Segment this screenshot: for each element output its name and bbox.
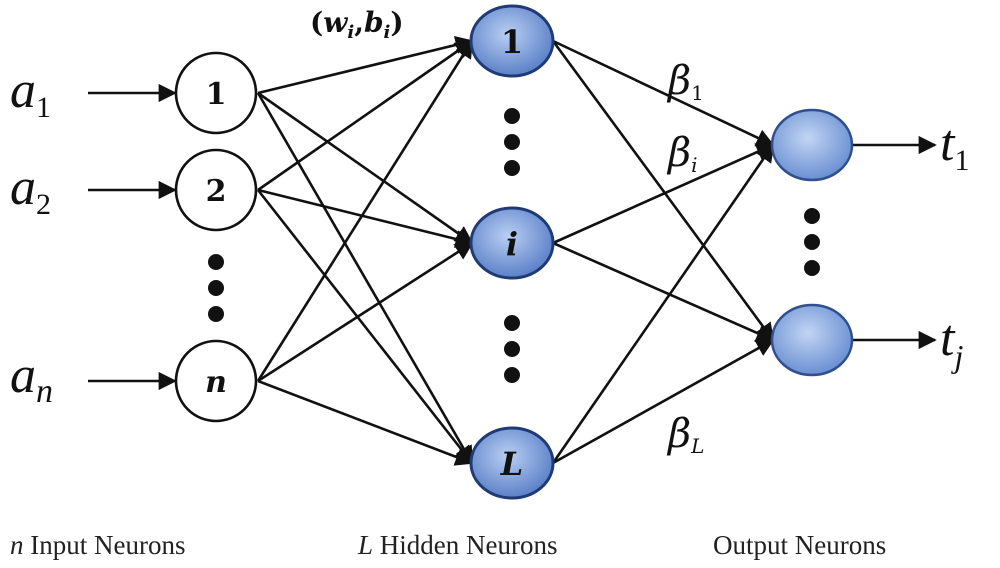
beta-label-i: βi	[666, 130, 698, 177]
weight-bias-label: (wi,bi)	[310, 6, 404, 43]
beta-label-L: βL	[666, 411, 704, 458]
edge-inn-hi	[257, 241, 474, 383]
edge-hL-oj	[552, 338, 775, 465]
hidden-neuron-1: 1	[469, 4, 555, 78]
input-neuron-1-label: 1	[206, 77, 227, 112]
hidden-neuron-L-label: L	[500, 445, 524, 483]
input-neuron-2-label: 2	[206, 174, 227, 209]
output-ellipsis	[804, 208, 820, 276]
input-neuron-2: 2	[174, 148, 258, 232]
input-label-an: an	[10, 347, 53, 410]
hidden-neuron-1-label: 1	[501, 23, 523, 61]
edge-inn-hL	[257, 379, 474, 466]
edge-h1-oj	[551, 40, 775, 342]
input-arrows	[88, 83, 177, 391]
output-label-tj: tj	[940, 310, 963, 374]
edge-in2-hL	[256, 189, 474, 465]
output-neuron-j	[770, 303, 854, 377]
edge-hL-o1	[551, 143, 775, 464]
input-label-a1: a1	[10, 62, 51, 124]
input-neurons: 1 2 n	[174, 51, 258, 423]
input-neuron-n: n	[174, 339, 258, 423]
beta-label-1: β1	[666, 58, 704, 105]
edge-in1-hi	[257, 91, 474, 245]
output-neurons	[770, 108, 854, 377]
hidden-output-connections	[551, 39, 775, 465]
output-labels: t1 tj	[940, 115, 969, 374]
input-neuron-1: 1	[174, 51, 258, 135]
edge-hi-oj	[552, 241, 775, 342]
caption-output-neurons: Output Neurons	[713, 530, 886, 560]
output-arrows	[852, 135, 937, 350]
input-ellipsis	[208, 254, 224, 322]
edge-hi-o1	[552, 143, 775, 245]
caption-hidden-neurons: L Hidden Neurons	[357, 530, 558, 560]
hidden-neuron-L: L	[469, 426, 555, 500]
hidden-neuron-i: i	[469, 206, 555, 280]
input-hidden-connections	[256, 36, 474, 466]
hidden-neurons: 1 i L	[469, 4, 555, 500]
edge-in2-hi	[257, 188, 474, 248]
caption-input-neurons: n Input Neurons	[10, 530, 185, 560]
edge-in1-h1	[257, 36, 474, 95]
edge-inn-h1	[256, 39, 474, 382]
output-neuron-1	[770, 108, 854, 182]
hidden-neuron-i-label: i	[506, 225, 518, 263]
input-label-a2: a2	[10, 159, 51, 221]
input-labels: a1 a2 an	[10, 62, 53, 410]
edge-h1-o1	[552, 39, 775, 147]
hidden-ellipsis-upper	[504, 108, 520, 176]
edge-in2-h1	[257, 39, 474, 192]
output-label-t1: t1	[940, 115, 969, 177]
edge-in1-hL	[256, 92, 474, 465]
input-neuron-n-label: n	[205, 365, 227, 400]
hidden-ellipsis-lower	[504, 315, 520, 383]
